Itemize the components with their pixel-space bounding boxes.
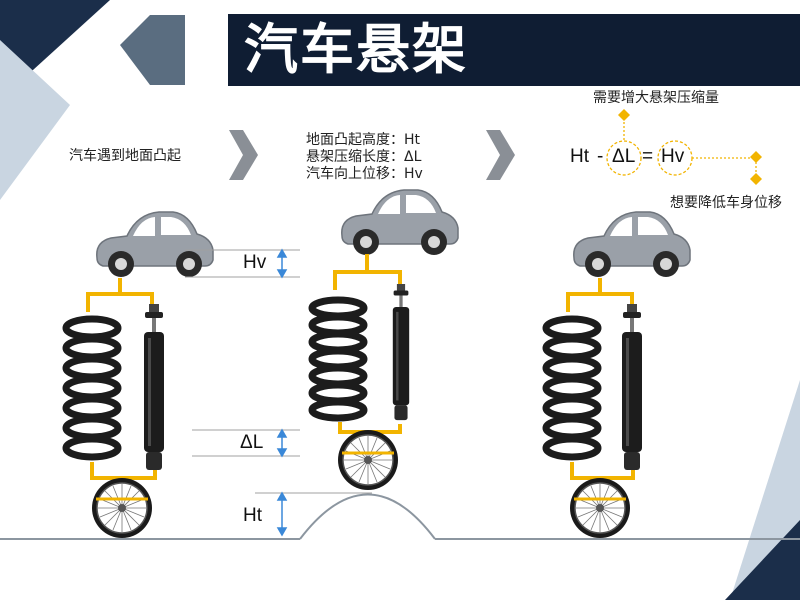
- dimension-label-delta-l: ΔL: [240, 432, 264, 453]
- formula-hv: Hv: [661, 146, 685, 167]
- dimension-label-hv: Hv: [243, 252, 267, 273]
- spring-right: [542, 315, 602, 461]
- spring-middle: [308, 296, 368, 422]
- formula-minus: -: [597, 146, 604, 167]
- formula-ht: Ht: [570, 146, 589, 167]
- middle-caption-dl: 悬架压缩长度：ΔL: [306, 149, 422, 165]
- title-bar: [228, 14, 800, 86]
- note-reduce-displacement: 想要降低车身位移: [670, 195, 782, 211]
- note-increase-compression: 需要增大悬架压缩量: [593, 90, 719, 106]
- delta-l-highlight-circle: [606, 140, 642, 176]
- middle-caption-ht: 地面凸起高度：Ht: [306, 132, 421, 148]
- spring-left: [62, 315, 122, 461]
- dimension-label-ht: Ht: [243, 505, 262, 526]
- left-panel-caption: 汽车遇到地面凸起: [69, 148, 181, 164]
- formula-equals: =: [642, 146, 654, 167]
- middle-caption-hv: 汽车向上位移：Hv: [306, 166, 423, 182]
- page-title: 汽车悬架: [244, 18, 468, 81]
- flow-arrow: [229, 130, 258, 180]
- formula-delta-l: ΔL: [612, 146, 636, 167]
- flow-arrow: [486, 130, 515, 180]
